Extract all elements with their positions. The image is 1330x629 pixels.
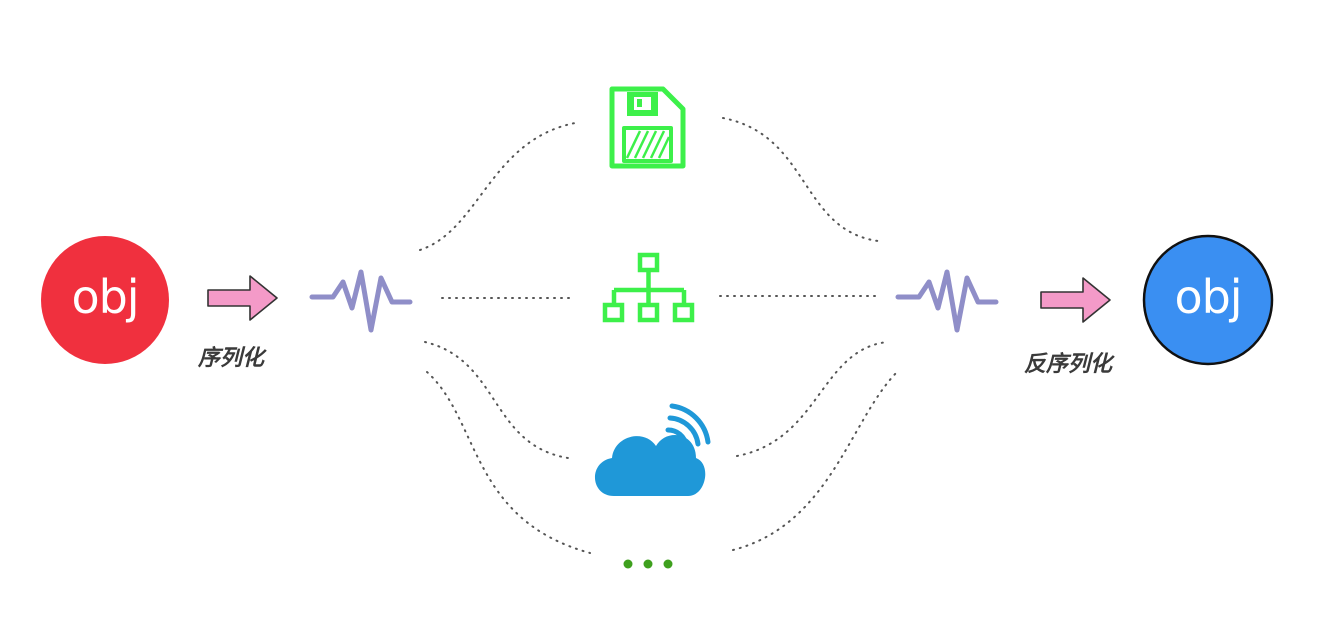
deserialize-label: 反序列化 [1024, 352, 1113, 377]
ellipsis-icon [623, 559, 673, 569]
target-object-circle [1142, 234, 1274, 366]
source-object-circle [41, 236, 169, 364]
left-connection-lines [419, 122, 591, 554]
target-object-label: obj [1174, 270, 1242, 324]
left-signal-wave-icon [309, 269, 413, 333]
right-signal-wave-icon [895, 269, 999, 333]
right-line-from-ellipsis [732, 371, 898, 551]
source-object-label: obj [71, 270, 139, 324]
left-line-to-floppy [419, 122, 576, 251]
network-tree-icon [602, 252, 695, 323]
left-line-to-cloud [424, 341, 569, 459]
cloud-wireless-icon [594, 403, 711, 496]
floppy-disk-icon [609, 86, 686, 169]
serialize-label: 序列化 [198, 346, 265, 371]
deserialize-arrow-icon [1040, 277, 1111, 323]
right-line-from-cloud [736, 341, 888, 457]
serialize-arrow-icon [207, 275, 278, 321]
right-line-from-floppy [722, 117, 879, 242]
left-line-to-ellipsis [426, 371, 591, 554]
right-connection-lines [719, 117, 898, 551]
